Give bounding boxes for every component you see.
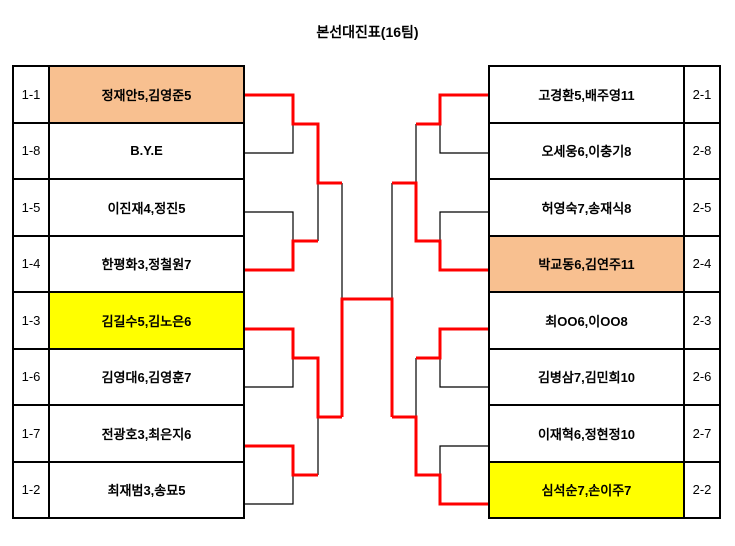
team-cell: 한평화3,정철원7 xyxy=(48,234,245,293)
seed-cell: 1-7 xyxy=(12,404,50,463)
seed-cell: 2-5 xyxy=(683,178,721,237)
team-cell: 박교동6,김연주11 xyxy=(488,234,685,293)
seed-cell: 2-2 xyxy=(683,460,721,519)
winner-line xyxy=(245,93,342,185)
seed-cell: 2-8 xyxy=(683,121,721,180)
winner-line xyxy=(392,181,488,272)
winner-line xyxy=(340,297,394,417)
winner-line xyxy=(245,327,342,419)
bracket-line xyxy=(245,475,294,505)
bracket-black-lines xyxy=(245,124,488,505)
team-cell: 허영숙7,송재식8 xyxy=(488,178,685,237)
team-cell: 오세웅6,이충기8 xyxy=(488,121,685,180)
winner-line xyxy=(416,327,488,360)
seed-cell: 1-5 xyxy=(12,178,50,237)
team-cell: 전광호3,최은지6 xyxy=(48,404,245,463)
seed-cell: 1-2 xyxy=(12,460,50,519)
winner-line xyxy=(245,444,318,477)
page-title: 본선대진표(16팀) xyxy=(316,24,419,40)
seed-cell: 2-3 xyxy=(683,291,721,350)
bracket-line xyxy=(245,211,294,241)
seed-cell: 2-6 xyxy=(683,347,721,406)
team-cell: 이진재4,정진5 xyxy=(48,178,245,237)
team-cell: 김길수5,김노은6 xyxy=(48,291,245,350)
seed-cell: 2-4 xyxy=(683,234,721,293)
winner-line xyxy=(245,239,318,272)
team-cell: 최재범3,송묘5 xyxy=(48,460,245,519)
bracket-line xyxy=(439,445,488,475)
bracket-line xyxy=(245,358,294,388)
winner-line xyxy=(392,415,488,506)
seed-cell: 1-3 xyxy=(12,291,50,350)
seed-cell: 2-1 xyxy=(683,65,721,124)
bracket-line xyxy=(439,358,488,388)
team-cell: 김영대6,김영훈7 xyxy=(48,347,245,406)
team-cell: B.Y.E xyxy=(48,121,245,180)
team-cell: 김병삼7,김민희10 xyxy=(488,347,685,406)
seed-cell: 2-7 xyxy=(683,404,721,463)
team-cell: 이재혁6,정현정10 xyxy=(488,404,685,463)
seed-cell: 1-4 xyxy=(12,234,50,293)
team-cell: 고경환5,배주영11 xyxy=(488,65,685,124)
team-cell: 심석순7,손이주7 xyxy=(488,460,685,519)
seed-cell: 1-1 xyxy=(12,65,50,124)
seed-cell: 1-6 xyxy=(12,347,50,406)
team-cell: 최OO6,이OO8 xyxy=(488,291,685,350)
bracket-winner-lines xyxy=(245,93,488,506)
bracket-line xyxy=(439,211,488,241)
bracket-line xyxy=(439,124,488,154)
bracket-line xyxy=(245,124,294,154)
seed-cell: 1-8 xyxy=(12,121,50,180)
winner-line xyxy=(416,93,488,126)
team-cell: 정재안5,김영준5 xyxy=(48,65,245,124)
